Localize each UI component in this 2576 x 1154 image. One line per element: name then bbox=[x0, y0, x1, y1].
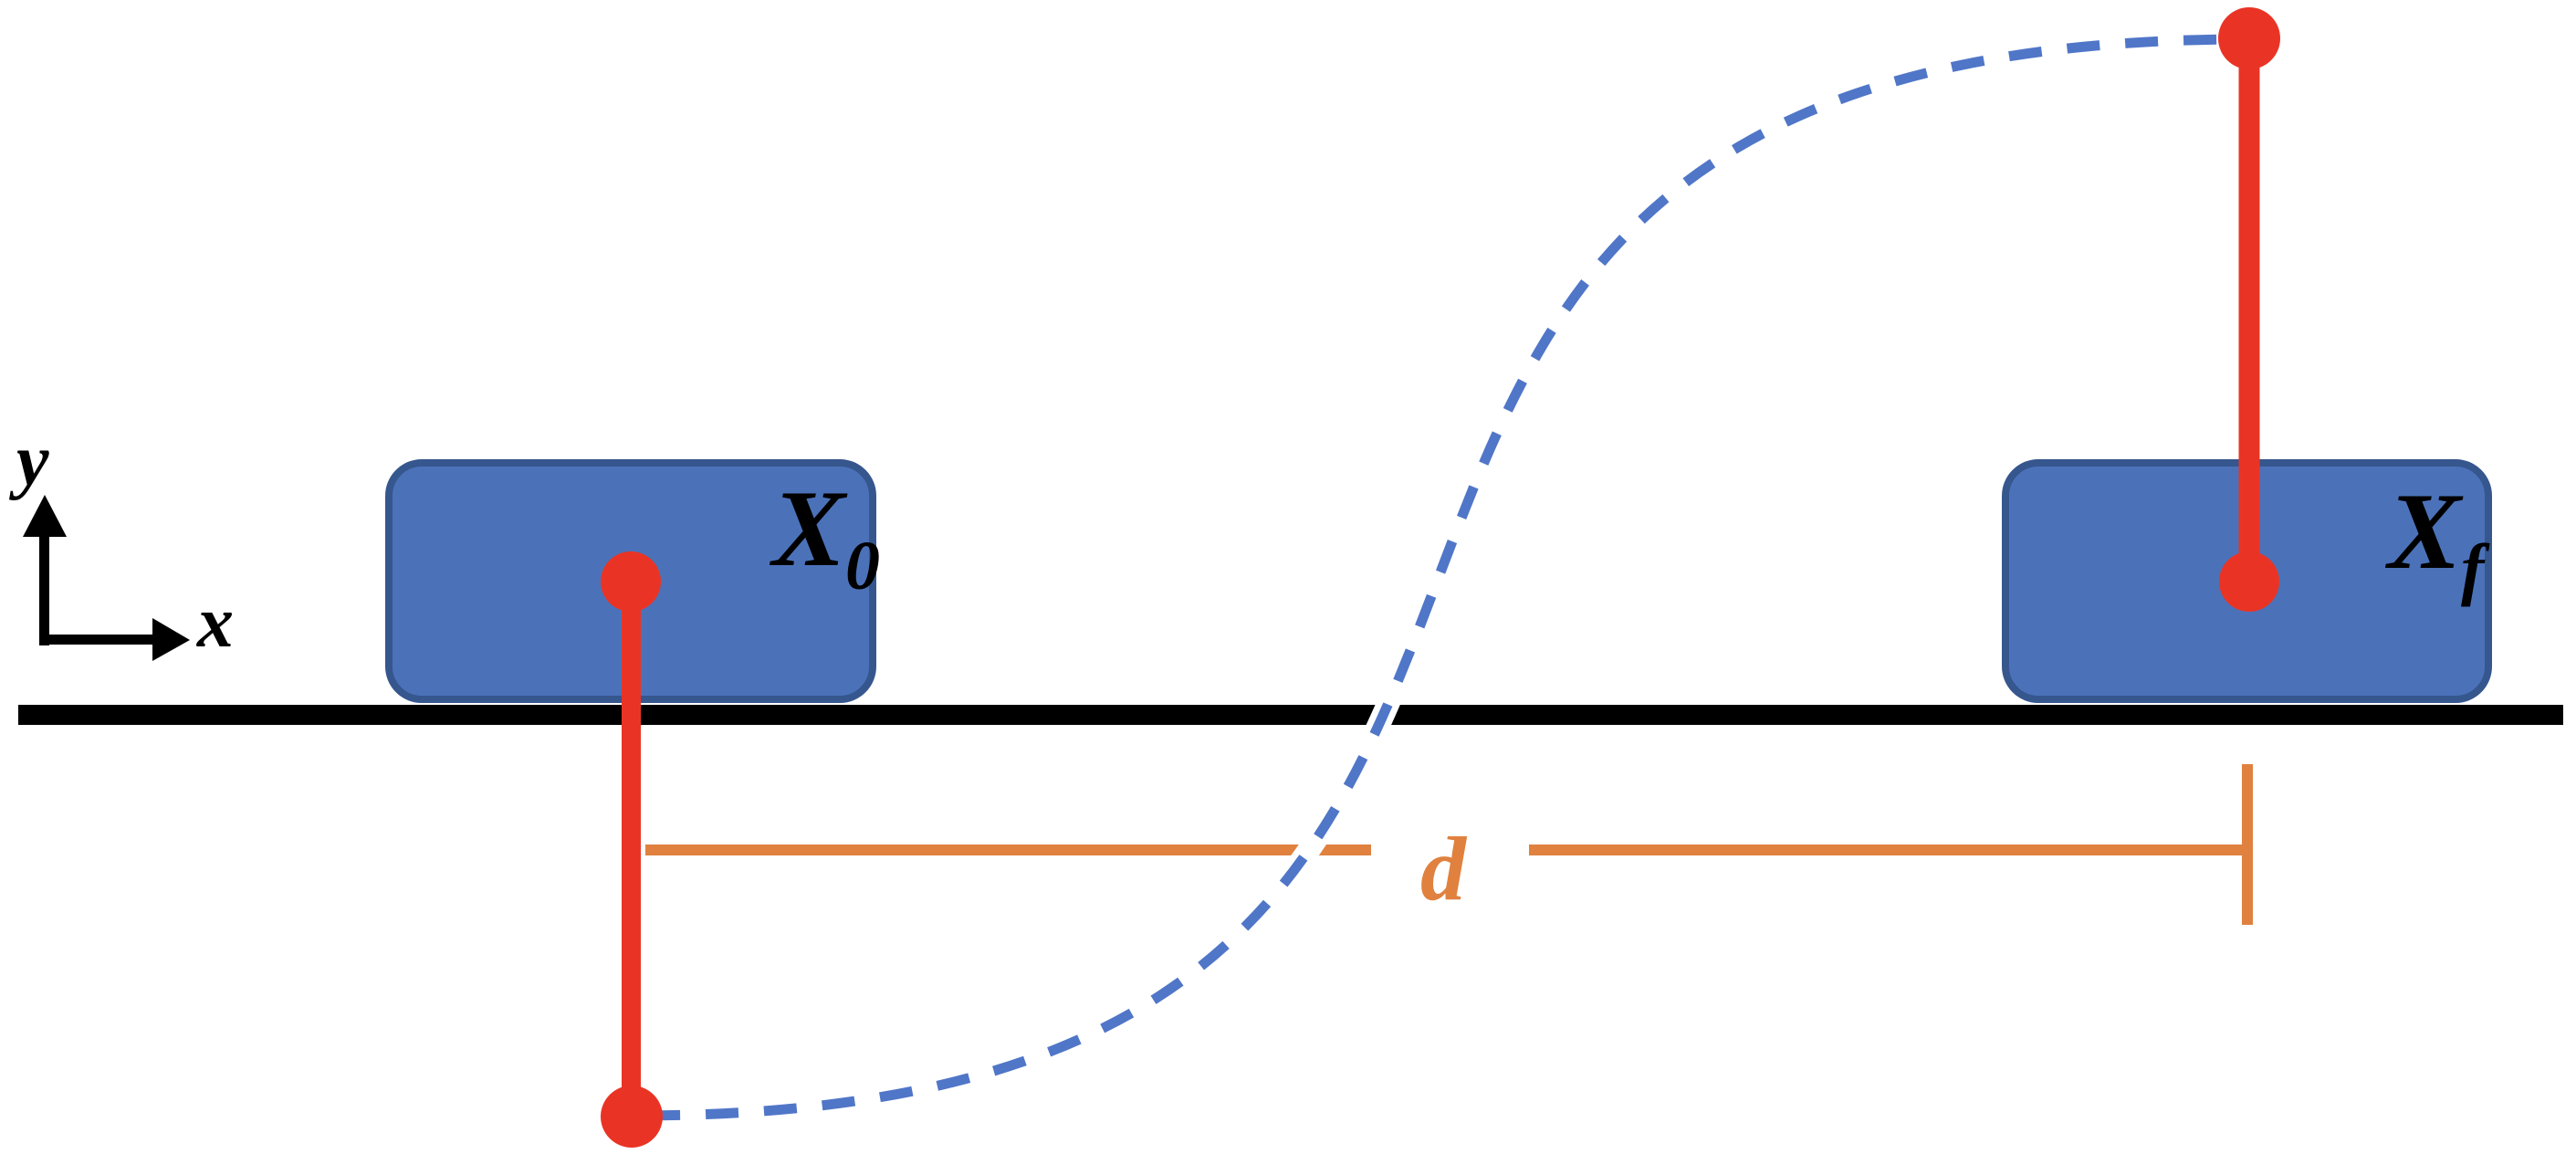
x-axis-arrow bbox=[39, 635, 154, 645]
trajectory-dashed-curve bbox=[634, 34, 2248, 1121]
x-axis-arrowhead-icon bbox=[152, 618, 190, 661]
y-axis-label: y bbox=[8, 421, 49, 501]
initial-pendulum-bob bbox=[601, 1086, 663, 1148]
final-state-label-base: X bbox=[2384, 470, 2464, 592]
distance-line-right-segment bbox=[1529, 845, 2244, 855]
y-axis-arrow bbox=[39, 534, 49, 645]
coordinate-axes: y x bbox=[8, 421, 234, 663]
distance-line-left-segment bbox=[645, 845, 1371, 855]
initial-state-label-base: X bbox=[769, 467, 848, 589]
initial-state-label: X0 bbox=[769, 467, 880, 604]
y-axis-arrowhead-icon bbox=[23, 495, 67, 537]
distance-label: d bbox=[1420, 818, 1468, 919]
initial-pendulum-pivot bbox=[601, 551, 661, 612]
x-axis-label: x bbox=[196, 582, 234, 663]
final-pendulum-bob bbox=[2218, 7, 2280, 69]
initial-state-label-sub: 0 bbox=[845, 528, 880, 604]
ground-line bbox=[18, 705, 2563, 725]
distance-line-end-tick bbox=[2242, 764, 2253, 925]
final-pendulum-pivot bbox=[2219, 551, 2279, 612]
